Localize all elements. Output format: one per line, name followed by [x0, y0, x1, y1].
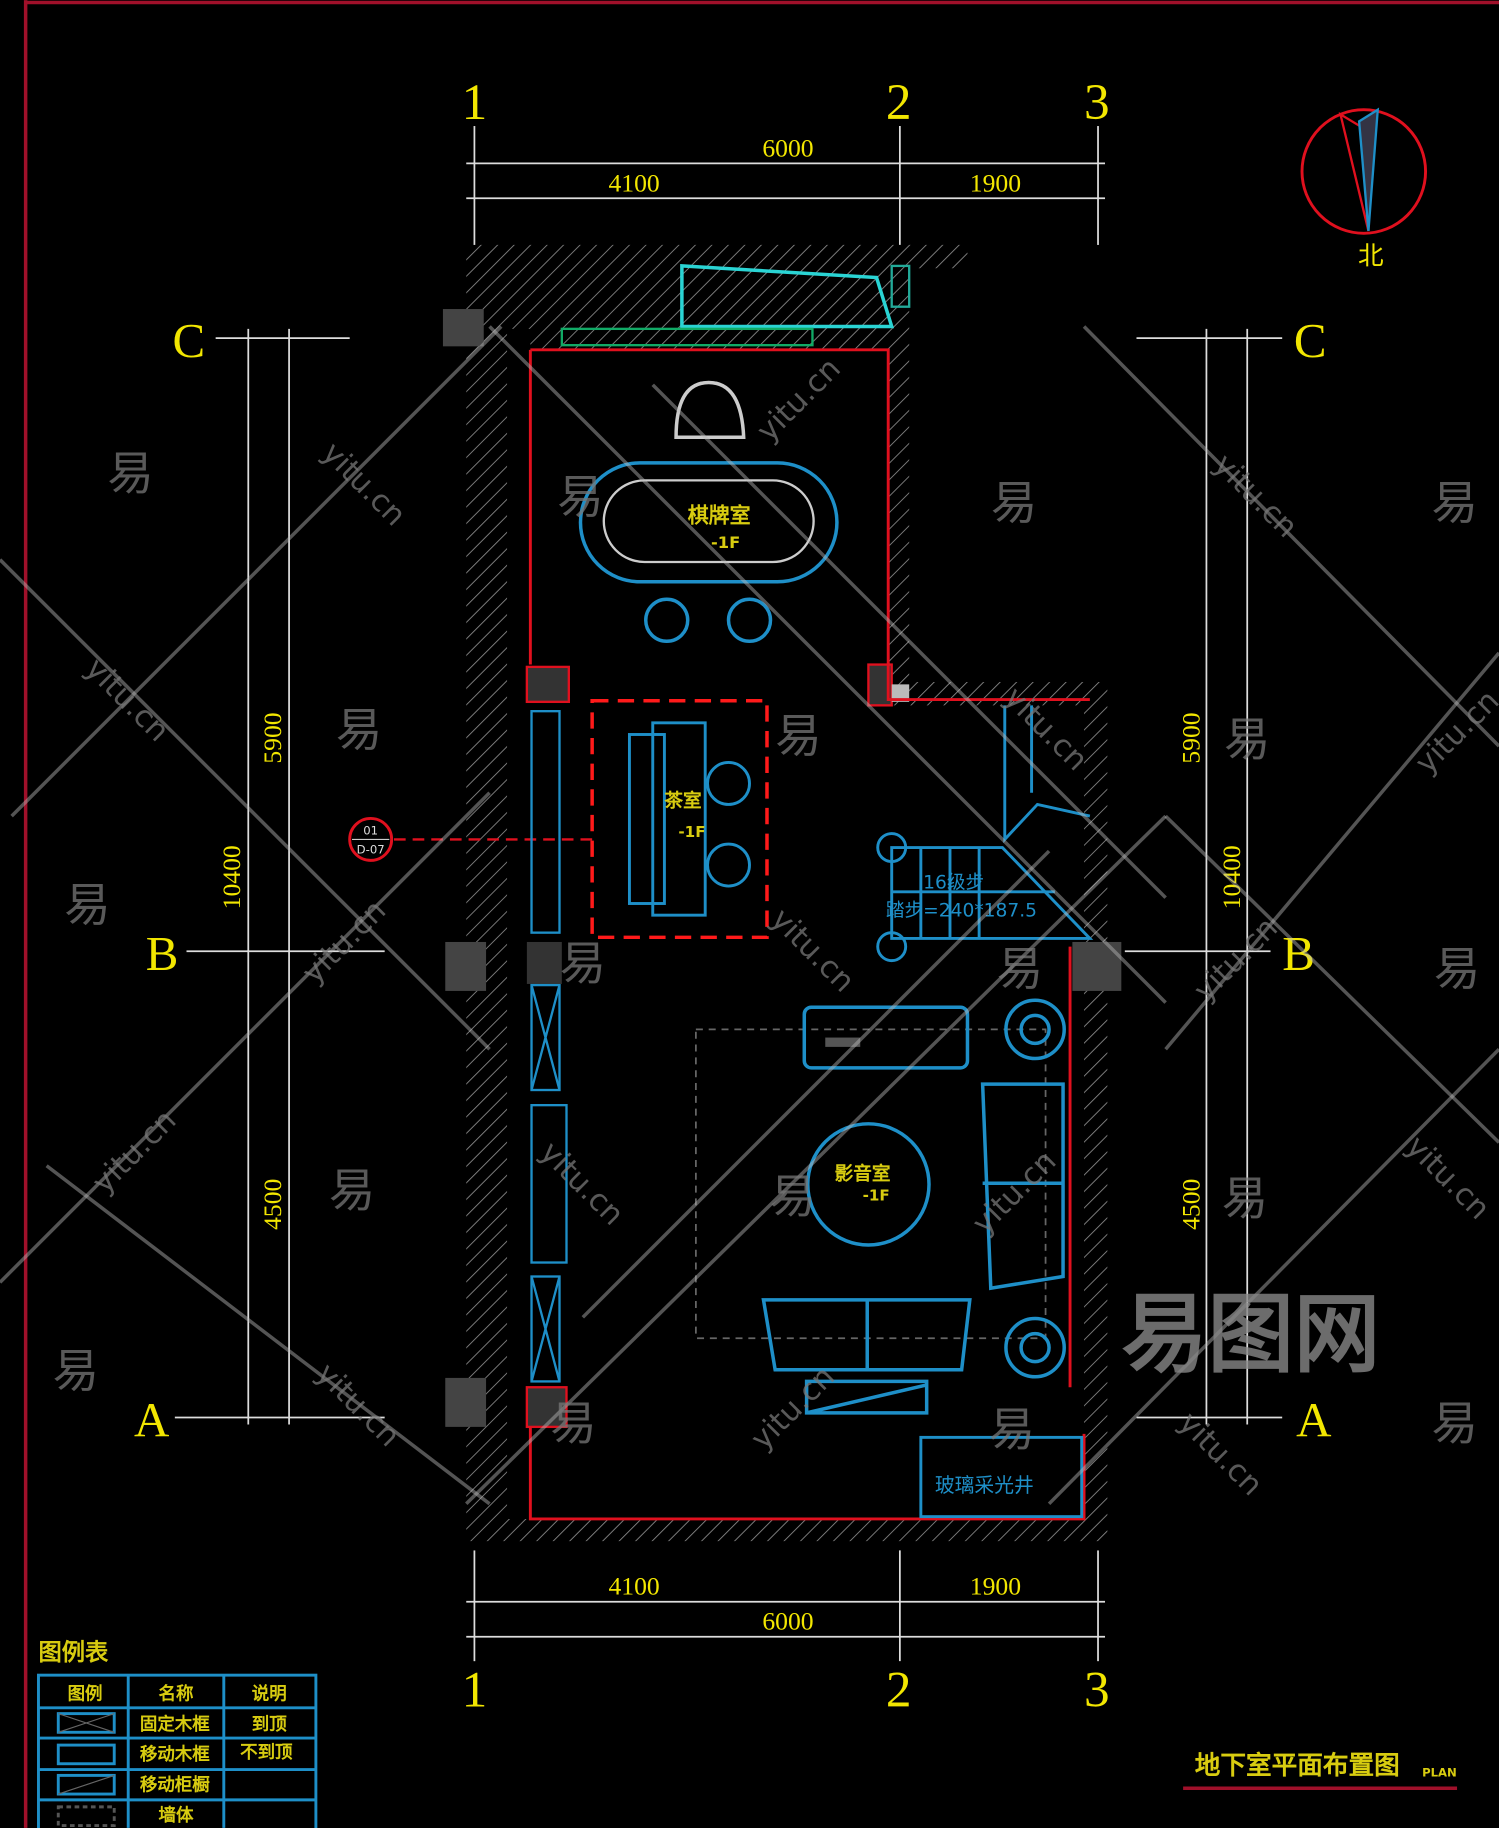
dim-bottom-total: 6000: [762, 1607, 813, 1636]
left-cabinets: [530, 710, 568, 1383]
dim-top-left: 4100: [608, 168, 659, 197]
axis-bottom-3: 3: [1084, 1662, 1110, 1719]
dim-right-lower: 4500: [1176, 1179, 1205, 1230]
svg-text:易: 易: [560, 936, 607, 990]
legend-row-name: 移动柜橱: [140, 1775, 210, 1796]
axis-top-3: 3: [1084, 74, 1110, 131]
svg-text:易: 易: [550, 1397, 597, 1451]
legend-title: 图例表: [38, 1639, 109, 1666]
card-table: [578, 380, 839, 643]
svg-text:yitu.cn: yitu.cn: [533, 1135, 631, 1233]
section-number: 01: [363, 824, 378, 838]
top-window: [680, 264, 895, 329]
axis-top-1: 1: [462, 74, 488, 131]
dim-bottom-left: 4100: [608, 1572, 659, 1601]
stair-riser: 踏步=240*187.5: [886, 900, 1037, 921]
axis-right-a: A: [1296, 1392, 1331, 1447]
room-level-tea: -1F: [678, 823, 705, 841]
room-label-media: 影音室: [835, 1163, 891, 1185]
window-frame: [890, 264, 911, 308]
dim-left-total: 10400: [217, 845, 246, 909]
axis-left-a: A: [134, 1392, 169, 1447]
section-marker[interactable]: 01 D-07: [348, 816, 394, 862]
media-furniture: [761, 998, 1066, 1415]
svg-text:yitu.cn: yitu.cn: [966, 1144, 1064, 1242]
watermark-logo: 易图网: [1121, 1285, 1380, 1385]
drawing-title-suffix: PLAN: [1422, 1766, 1457, 1780]
legend-row-name: 墙体: [159, 1805, 194, 1826]
room-level-media: -1F: [863, 1187, 890, 1205]
staircase: [876, 705, 1094, 963]
section-sheet: D-07: [357, 842, 385, 856]
axis-left-c: C: [173, 313, 206, 368]
legend-row-name: 移动木框: [140, 1744, 210, 1765]
svg-text:易: 易: [52, 1344, 99, 1398]
axis-left-b: B: [146, 926, 179, 981]
dimensions-top: [466, 126, 1106, 245]
lightwell: [919, 1435, 1084, 1519]
exterior-walls: [442, 244, 1122, 1542]
room-label-tea: 茶室: [664, 790, 701, 812]
north-label: 北: [1358, 242, 1384, 271]
tea-room-highlight: [590, 698, 769, 940]
dim-top-total: 6000: [762, 133, 813, 162]
svg-text:易: 易: [1434, 942, 1481, 996]
svg-text:yitu.cn: yitu.cn: [764, 902, 862, 1000]
legend-header-name: 名称: [159, 1684, 194, 1705]
dim-top-right: 1900: [970, 168, 1021, 197]
legend-header-symbol: 图例: [68, 1684, 103, 1705]
svg-text:易: 易: [64, 878, 111, 932]
room-level-card: -1F: [711, 533, 740, 552]
north-arrow: [1300, 107, 1428, 235]
axis-top-2: 2: [886, 74, 912, 131]
svg-text:yitu.cn: yitu.cn: [750, 351, 848, 449]
legend-row-note: 不到顶: [240, 1743, 293, 1763]
dim-right-total: 10400: [1217, 845, 1246, 909]
dim-left-lower: 4500: [258, 1179, 287, 1230]
dim-right-upper: 5900: [1176, 712, 1205, 763]
svg-text:yitu.cn: yitu.cn: [315, 436, 413, 534]
dimensions-bottom: [466, 1550, 1106, 1662]
interior-outline: [528, 348, 1090, 1521]
svg-text:易: 易: [1431, 476, 1478, 530]
svg-text:易: 易: [1224, 712, 1271, 766]
svg-text:yitu.cn: yitu.cn: [1207, 447, 1305, 545]
svg-text:易: 易: [1431, 1397, 1478, 1451]
svg-text:易: 易: [997, 942, 1044, 996]
svg-text:易: 易: [336, 703, 383, 757]
svg-text:yitu.cn: yitu.cn: [309, 1356, 407, 1454]
svg-text:易: 易: [991, 476, 1038, 530]
axis-bottom-2: 2: [886, 1662, 912, 1719]
dim-bottom-right: 1900: [970, 1572, 1021, 1601]
window-sill: [560, 327, 814, 347]
dimensions-sides: [174, 328, 1283, 1425]
watermark-lines: [0, 325, 1499, 1506]
axis-right-b: B: [1282, 926, 1315, 981]
svg-text:yitu.cn: yitu.cn: [296, 893, 394, 991]
svg-text:yitu.cn: yitu.cn: [1172, 1405, 1270, 1503]
axis-bottom-1: 1: [462, 1662, 488, 1719]
drawing-title: 地下室平面布置图: [1195, 1750, 1400, 1781]
legend-row-note: 到顶: [252, 1715, 287, 1735]
svg-text:易: 易: [775, 709, 822, 763]
legend-header-note: 说明: [252, 1684, 287, 1705]
axis-right-c: C: [1294, 313, 1327, 368]
svg-text:yitu.cn: yitu.cn: [1399, 1129, 1497, 1227]
room-label-card: 棋牌室: [688, 503, 751, 527]
svg-text:易: 易: [329, 1164, 376, 1218]
svg-text:yitu.cn: yitu.cn: [1187, 911, 1285, 1009]
svg-text:易: 易: [1222, 1172, 1269, 1226]
svg-text:易: 易: [557, 470, 604, 524]
svg-text:易: 易: [769, 1169, 816, 1223]
svg-text:易: 易: [988, 1403, 1035, 1457]
tea-table: [627, 721, 751, 917]
stair-steps: 16级步: [923, 872, 984, 893]
dim-left-upper: 5900: [258, 712, 287, 763]
legend-row-name: 固定木框: [140, 1714, 210, 1735]
lightwell-label: 玻璃采光井: [935, 1474, 1034, 1497]
svg-text:易: 易: [107, 447, 154, 501]
svg-text:yitu.cn: yitu.cn: [86, 1103, 184, 1201]
legend-table: [37, 1673, 318, 1828]
